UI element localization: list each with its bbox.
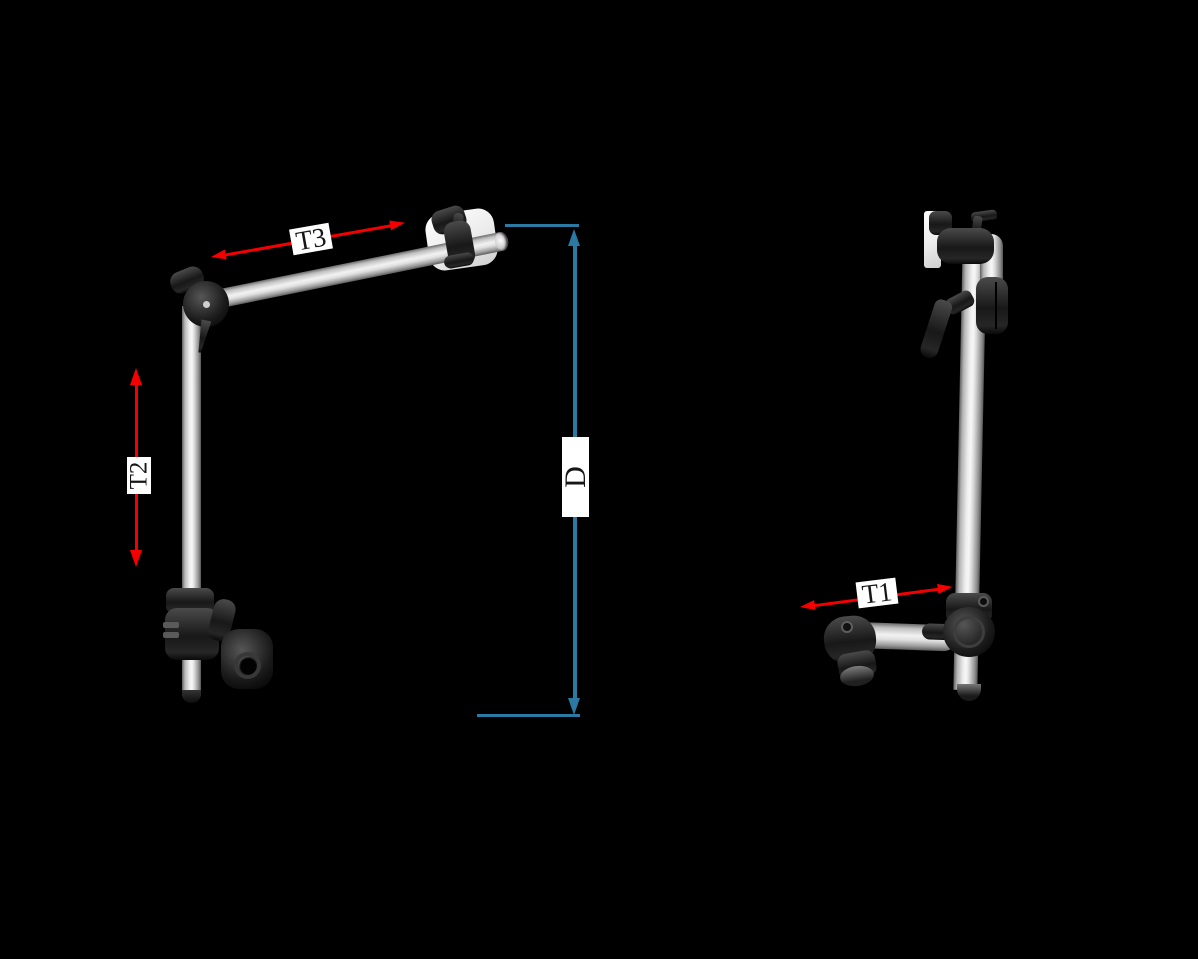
head-ball-joint-housing bbox=[937, 228, 994, 264]
rail-clamp-hole bbox=[234, 652, 261, 679]
side-clamp-disc-ring bbox=[953, 616, 985, 648]
d-extension-line-top bbox=[505, 224, 579, 227]
d-arrowhead-up bbox=[568, 229, 580, 246]
side-clamp-disc bbox=[943, 607, 995, 657]
t2-arrowhead-down bbox=[130, 550, 142, 567]
t2-arrowhead-up bbox=[130, 368, 142, 385]
side-elbow-pivot-dot bbox=[841, 621, 853, 633]
t1-arrowhead-right bbox=[937, 581, 954, 594]
collar-seam bbox=[994, 281, 997, 330]
side-clamp-screw-dot bbox=[978, 596, 989, 607]
t3-arrowhead-left bbox=[210, 248, 227, 262]
t3-text: T3 bbox=[293, 221, 329, 256]
dimension-label-t2: T2 bbox=[125, 457, 153, 494]
front-pole-bottom-cap bbox=[182, 690, 201, 703]
t3-arrowhead-right bbox=[389, 217, 406, 230]
upper-arm-end-cap bbox=[493, 230, 510, 252]
t1-text: T1 bbox=[860, 575, 894, 610]
upper-pole-collar bbox=[976, 277, 1008, 334]
dimension-label-d: D bbox=[558, 437, 592, 517]
locking-lever-handle bbox=[918, 297, 954, 361]
t2-text: T2 bbox=[125, 461, 153, 490]
dimension-label-t1: T1 bbox=[855, 575, 899, 610]
side-pole-bottom-cap bbox=[957, 684, 981, 701]
d-arrowhead-down bbox=[568, 698, 580, 715]
front-clamp-screw-tab-1 bbox=[163, 622, 179, 628]
dimension-label-t3: T3 bbox=[289, 221, 333, 256]
t1-arrowhead-left bbox=[799, 599, 816, 612]
d-extension-line-bottom bbox=[477, 714, 580, 717]
d-text: D bbox=[558, 466, 592, 488]
elbow-pivot-pin bbox=[203, 301, 210, 308]
front-clamp-screw-tab-2 bbox=[163, 632, 179, 638]
